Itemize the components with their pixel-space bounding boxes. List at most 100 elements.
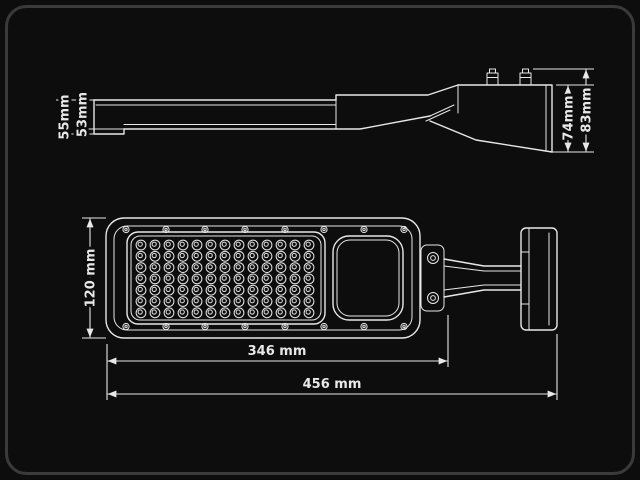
led-lens — [261, 250, 273, 262]
led-lens — [233, 250, 245, 262]
led-lens — [303, 239, 315, 251]
led-chip — [263, 264, 269, 270]
housing-screw-center — [203, 227, 207, 232]
led-chip — [151, 241, 157, 247]
led-chip — [291, 298, 297, 304]
housing-screw-center — [164, 227, 168, 232]
led-chip — [249, 252, 255, 259]
led-lens — [289, 284, 301, 296]
led-chip — [305, 264, 311, 270]
led-chip — [277, 252, 283, 259]
led-chip — [305, 309, 311, 315]
led-chip — [221, 309, 227, 315]
housing-screw — [162, 322, 170, 331]
side-view-dimensions: 55mm 53mm 74mm 83mm — [55, 68, 598, 153]
led-chip — [179, 264, 185, 270]
led-lens — [247, 273, 259, 285]
led-lens — [219, 284, 231, 296]
led-chip — [277, 309, 283, 315]
led-chip — [165, 309, 171, 315]
led-lens — [177, 284, 189, 296]
housing-screw-center — [203, 324, 207, 329]
screw-row — [122, 225, 408, 331]
led-lens — [191, 296, 203, 307]
housing-screw — [360, 322, 368, 331]
led-lens — [247, 284, 259, 296]
led-chip — [249, 275, 255, 281]
led-lens — [233, 307, 245, 319]
led-chip — [263, 275, 269, 281]
led-lens — [149, 284, 161, 296]
led-lens — [149, 296, 161, 307]
dimension-label-74mm: 74mm — [562, 95, 577, 140]
led-lens — [191, 250, 203, 262]
led-chip — [207, 241, 213, 247]
led-chip — [277, 275, 283, 281]
led-lens — [261, 273, 273, 285]
led-lens — [149, 273, 161, 285]
led-chip — [221, 298, 227, 304]
dimension-label-120mm: 120 mm — [84, 249, 99, 308]
led-lens — [191, 284, 203, 296]
led-chip — [305, 241, 311, 247]
led-chip — [165, 264, 171, 270]
led-lens — [191, 273, 203, 285]
driver-box-bottom — [429, 120, 553, 153]
led-lens — [233, 239, 245, 251]
dimension-label-456mm: 456 mm — [303, 377, 362, 392]
led-chip — [235, 298, 241, 304]
led-chip — [235, 264, 241, 270]
led-chip — [165, 252, 171, 259]
led-chip — [291, 286, 297, 292]
led-chip — [207, 286, 213, 292]
led-lens — [247, 250, 259, 262]
led-lens — [261, 262, 273, 274]
rounded-frame — [5, 5, 635, 475]
led-lens — [191, 262, 203, 274]
driver-compartment-inner — [336, 239, 400, 317]
led-lens — [177, 296, 189, 307]
led-chip — [207, 309, 213, 315]
latch-line-b — [425, 109, 451, 122]
led-lens — [275, 296, 287, 307]
bolt-top-center — [430, 255, 436, 261]
led-lens — [275, 273, 287, 285]
housing-screw — [241, 322, 249, 331]
led-chip — [291, 241, 297, 247]
led-lens — [247, 307, 259, 319]
led-chip — [249, 264, 255, 270]
led-lens — [135, 262, 147, 274]
led-lens — [275, 262, 287, 274]
led-chip — [207, 264, 213, 270]
led-chip — [151, 286, 157, 292]
led-chip — [235, 286, 241, 292]
led-chip — [193, 264, 199, 270]
led-lens — [177, 273, 189, 285]
housing-screw-center — [243, 324, 247, 329]
housing-screw-center — [283, 227, 287, 232]
led-lens — [303, 307, 315, 319]
dimension-label-55mm: 55mm — [58, 94, 73, 139]
led-chip — [291, 275, 297, 281]
led-chip — [137, 275, 143, 281]
cable-gland-left — [486, 68, 499, 86]
led-lens — [275, 239, 287, 251]
led-chip — [221, 252, 227, 259]
bracket-bolts — [427, 252, 439, 304]
led-lens — [275, 307, 287, 319]
led-lens — [205, 262, 217, 274]
led-lens — [261, 296, 273, 307]
led-chip — [193, 286, 199, 292]
led-chip — [151, 309, 157, 315]
led-lens — [135, 284, 147, 296]
led-chip — [235, 241, 241, 247]
led-lens — [135, 273, 147, 285]
led-chip — [165, 241, 171, 247]
housing-screw — [122, 225, 130, 234]
top-view — [105, 217, 558, 339]
led-chip — [263, 286, 269, 292]
led-lens — [177, 239, 189, 251]
led-lens — [135, 239, 147, 251]
led-chip — [193, 275, 199, 281]
